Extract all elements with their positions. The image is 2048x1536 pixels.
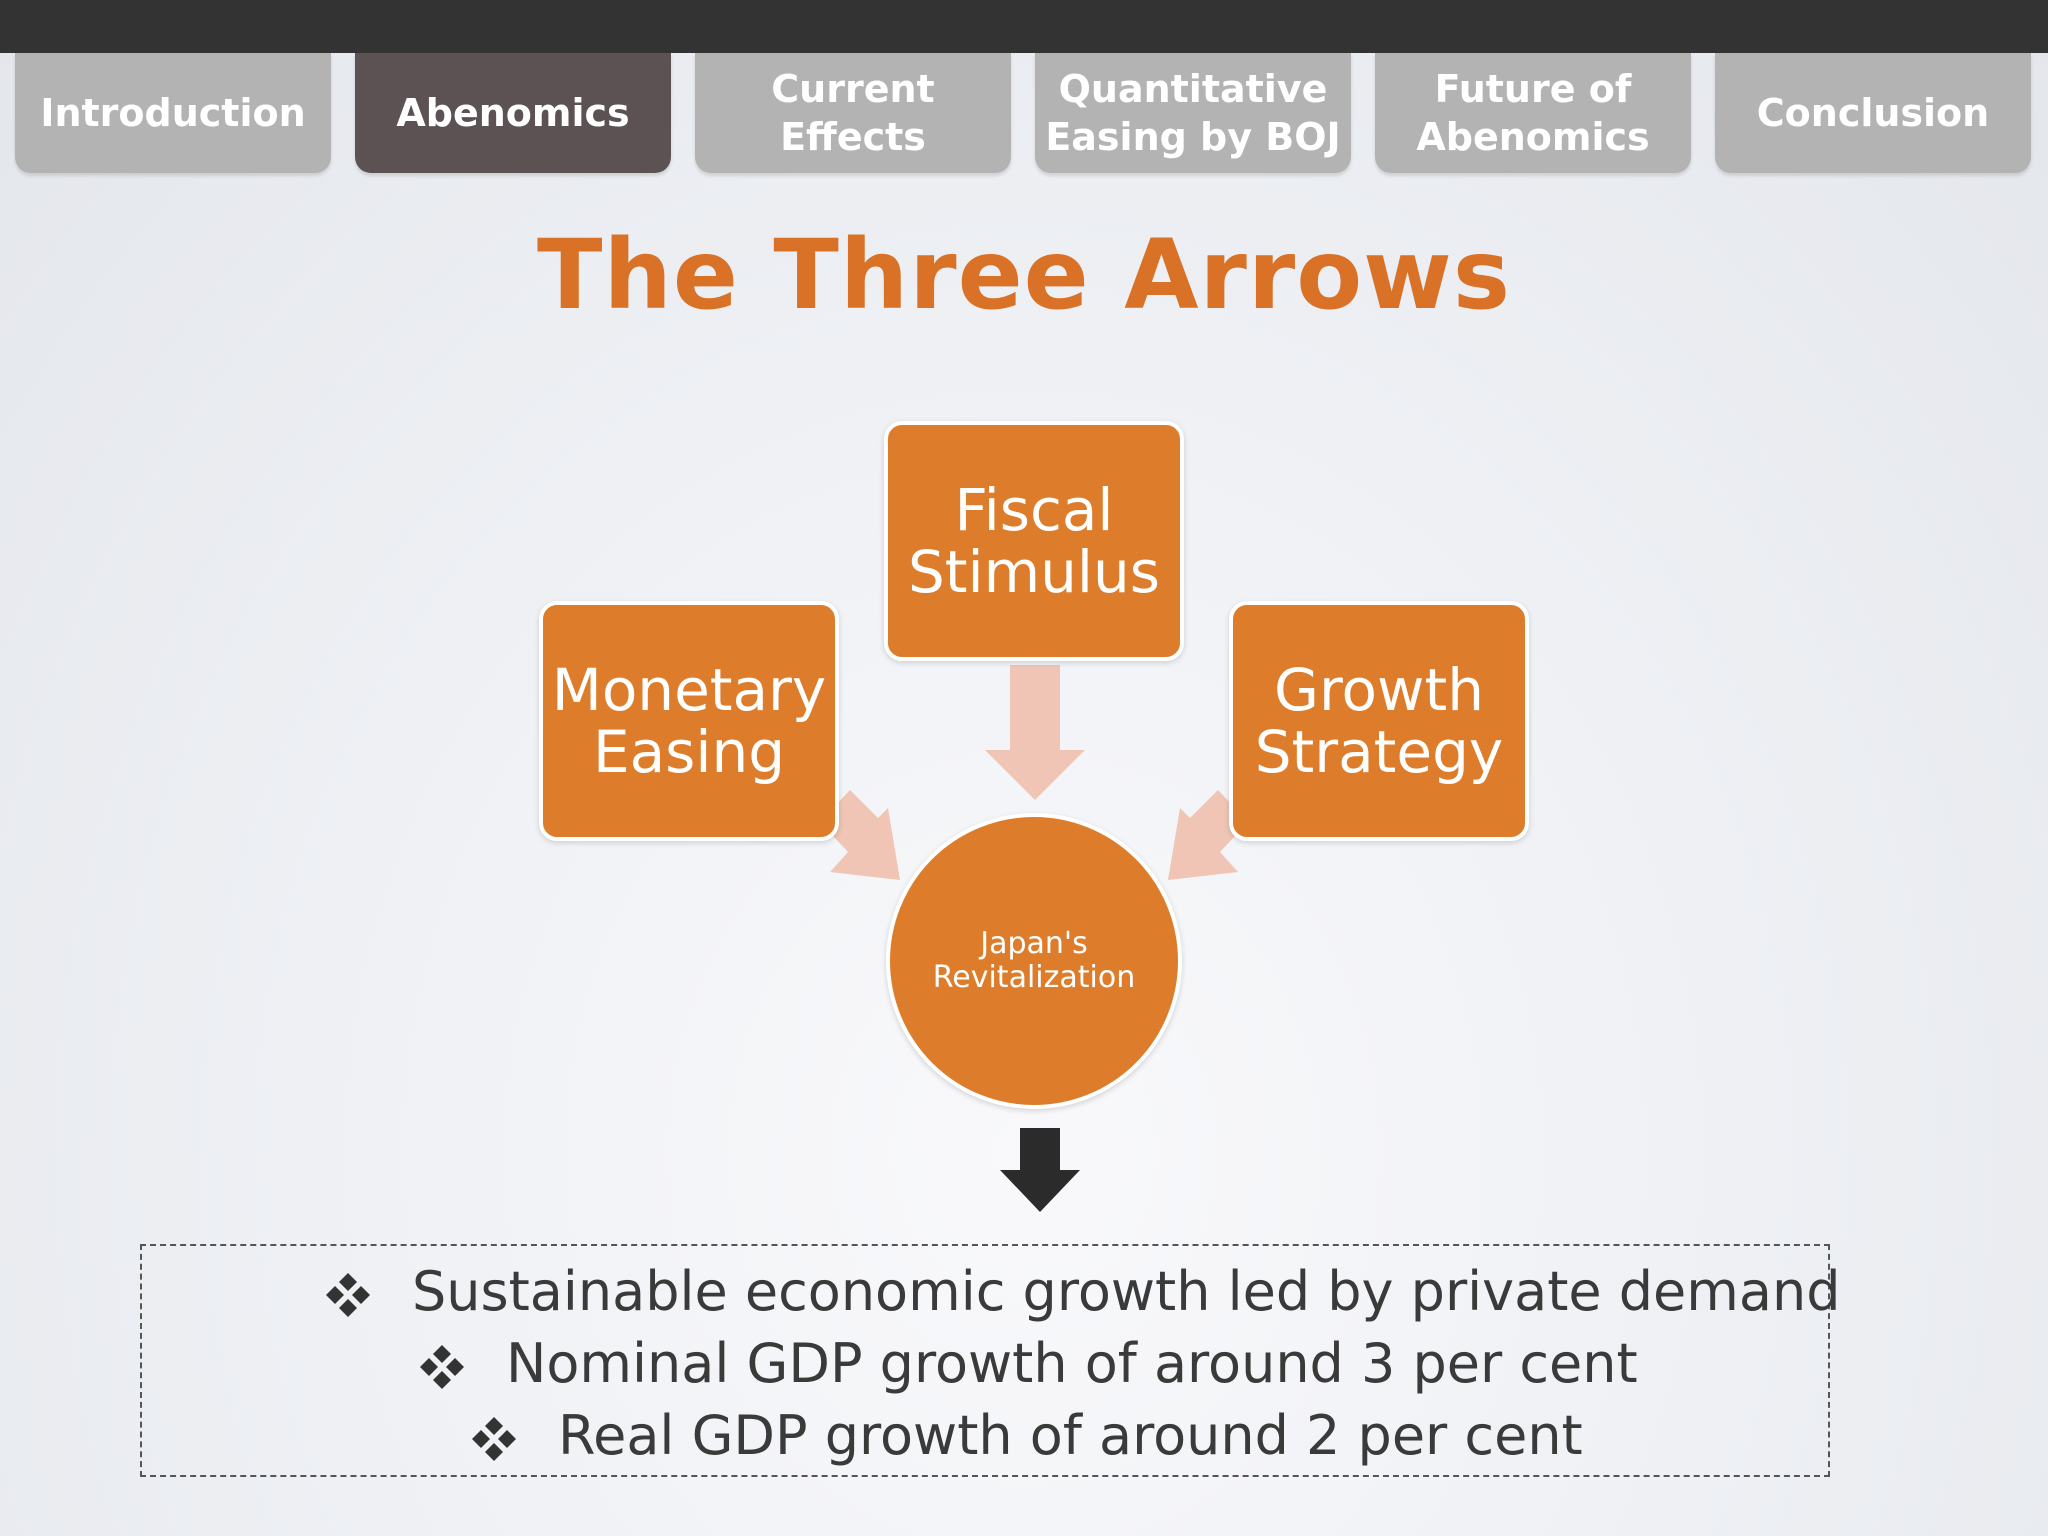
diagonal-arrow-icon bbox=[1168, 790, 1248, 880]
goals-box bbox=[140, 1244, 1830, 1477]
dark-down-arrow-icon bbox=[1000, 1128, 1080, 1212]
goal-text: Sustainable economic growth led by priva… bbox=[412, 1260, 1841, 1323]
top-bar bbox=[0, 0, 2048, 53]
growth-strategy-box: Growth Strategy bbox=[1229, 601, 1529, 841]
monetary-easing-label: Monetary Easing bbox=[551, 656, 827, 786]
tab-future-of-abenomics[interactable]: Future of Abenomics bbox=[1375, 53, 1691, 173]
monetary-easing-box: Monetary Easing bbox=[539, 601, 839, 841]
goal-text: Real GDP growth of around 2 per cent bbox=[558, 1404, 1583, 1467]
tab-abenomics[interactable]: Abenomics bbox=[355, 53, 671, 173]
fiscal-stimulus-box: Fiscal Stimulus bbox=[884, 421, 1184, 661]
goal-item: Nominal GDP growth of around 3 per cent bbox=[420, 1332, 1638, 1396]
down-arrow-icon bbox=[985, 665, 1085, 800]
fiscal-stimulus-label: Fiscal Stimulus bbox=[907, 476, 1161, 606]
tab-introduction[interactable]: Introduction bbox=[15, 53, 331, 173]
goal-text: Nominal GDP growth of around 3 per cent bbox=[506, 1332, 1638, 1395]
diamond-bullet-icon bbox=[326, 1273, 370, 1318]
goal-item: Real GDP growth of around 2 per cent bbox=[472, 1404, 1583, 1468]
tab-conclusion[interactable]: Conclusion bbox=[1715, 53, 2031, 173]
tab-current-effects[interactable]: Current Effects bbox=[695, 53, 1011, 173]
diamond-bullet-icon bbox=[472, 1417, 516, 1462]
revitalization-circle: Japan's Revitalization bbox=[886, 813, 1182, 1109]
revitalization-label: Japan's Revitalization bbox=[932, 926, 1136, 995]
diagonal-arrow-icon bbox=[820, 790, 900, 880]
growth-strategy-label: Growth Strategy bbox=[1254, 656, 1504, 786]
slide-title: The Three Arrows bbox=[537, 219, 1511, 331]
diamond-bullet-icon bbox=[420, 1345, 464, 1390]
tab-quantitative-easing[interactable]: Quantitative Easing by BOJ bbox=[1035, 53, 1351, 173]
goal-item: Sustainable economic growth led by priva… bbox=[326, 1260, 1840, 1324]
